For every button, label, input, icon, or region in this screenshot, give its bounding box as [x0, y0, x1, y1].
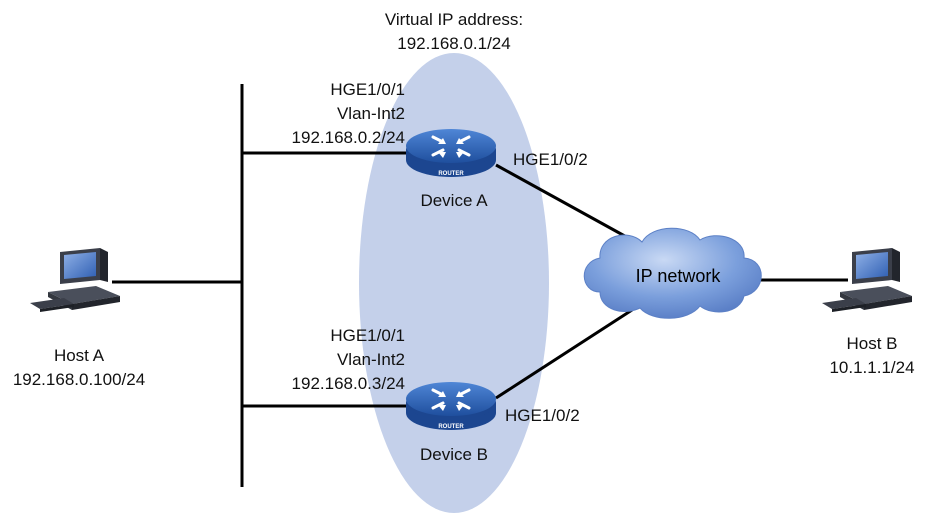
host-b-computer-icon[interactable]: [822, 248, 912, 312]
device-a-name: Device A: [420, 191, 488, 210]
virtual-ip-title: Virtual IP address:: [384, 10, 524, 29]
ip-network-cloud: [583, 227, 762, 319]
device-a-wan-port: HGE1/0/2: [513, 150, 588, 169]
device-b-vlan: Vlan-Int2: [336, 350, 405, 369]
device-b-name: Device B: [419, 445, 489, 464]
device-a-router-badge: ROUTER: [438, 171, 464, 177]
device-b-router-icon[interactable]: ROUTER: [406, 382, 496, 430]
device-b-lan-port: HGE1/0/1: [330, 326, 405, 345]
device-a-vlan: Vlan-Int2: [336, 104, 405, 123]
device-b-ip: 192.168.0.3/24: [291, 374, 405, 393]
device-b-wan-port: HGE1/0/2: [505, 406, 580, 425]
virtual-ip-value: 192.168.0.1/24: [397, 34, 511, 53]
host-a-ip: 192.168.0.100/24: [12, 370, 146, 389]
host-a-name: Host A: [53, 346, 105, 365]
host-b-name: Host B: [846, 334, 898, 353]
device-b-router-badge: ROUTER: [438, 424, 464, 430]
ip-network-label: IP network: [635, 266, 721, 286]
device-a-ip: 192.168.0.2/24: [291, 128, 405, 147]
device-a-lan-port: HGE1/0/1: [330, 80, 405, 99]
host-a-computer-icon[interactable]: [30, 248, 120, 312]
link-deviceb-cloud: [495, 308, 633, 400]
link-devicea-cloud: [495, 163, 633, 242]
device-a-router-icon[interactable]: ROUTER: [406, 129, 496, 177]
host-b-ip: 10.1.1.1/24: [829, 358, 915, 377]
